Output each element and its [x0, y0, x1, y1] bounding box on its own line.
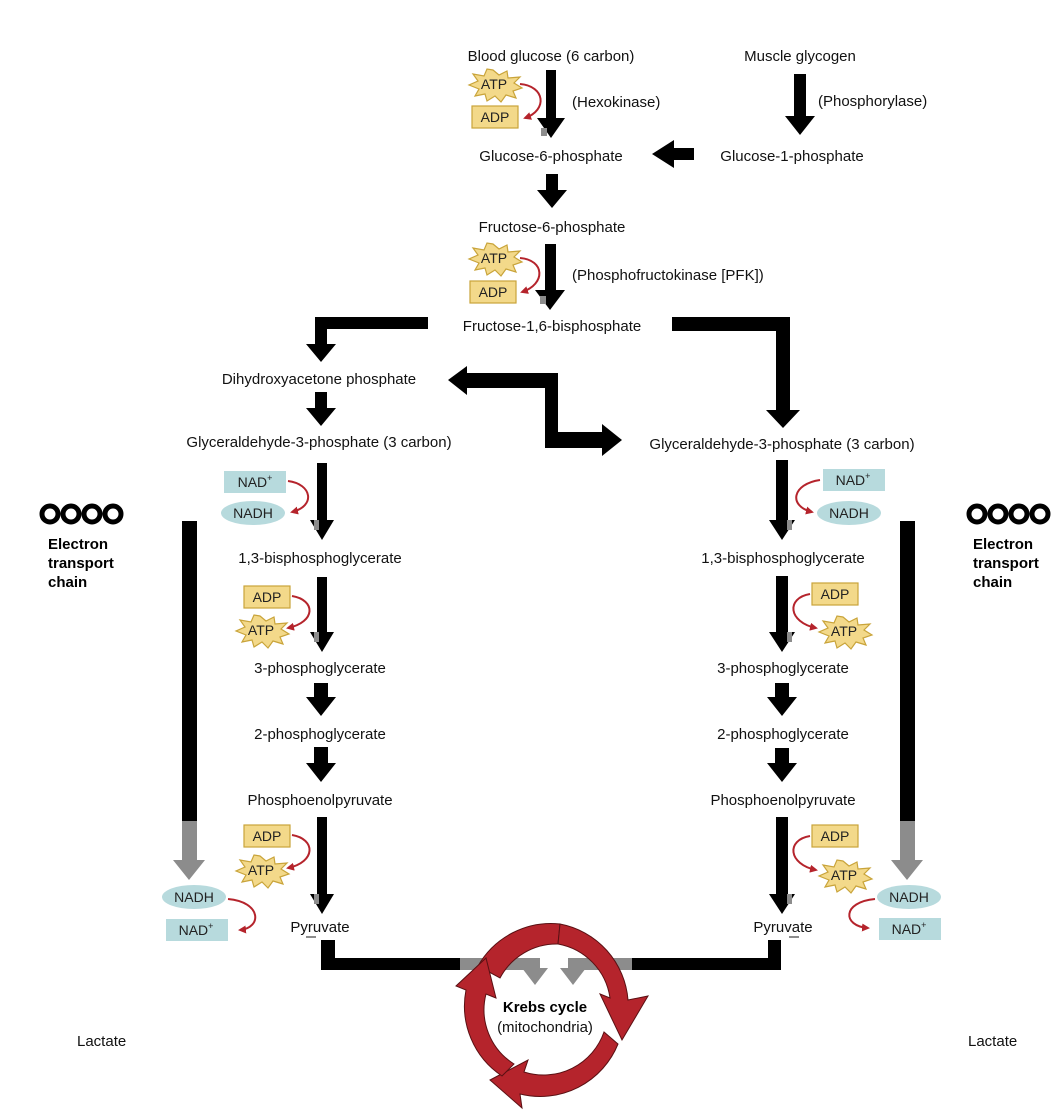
krebs-subtitle: (mitochondria) [497, 1019, 593, 1036]
right-lactate-nad: NADH NAD+ [848, 885, 941, 940]
adp-label: ADP [481, 109, 510, 125]
krebs-ring-left [455, 957, 515, 1077]
label-g3p-left: Glyceraldehyde-3-phosphate (3 carbon) [186, 434, 451, 451]
metabolite-labels: Blood glucose (6 carbon) Muscle glycogen… [77, 48, 1017, 1050]
label-lactate-left: Lactate [77, 1033, 126, 1050]
arrow-left-pep-to-pyruvate [310, 817, 334, 914]
etc-label-line3: chain [48, 574, 87, 591]
label-f16bp: Fructose-1,6-bisphosphate [463, 318, 641, 335]
nad-label: NAD+ [892, 920, 927, 937]
nadh-label: NADH [829, 505, 869, 521]
atp-label: ATP [248, 622, 274, 638]
label-f6p: Fructose-6-phosphate [479, 219, 626, 236]
label-pfk: (Phosphofructokinase [PFK]) [572, 267, 764, 284]
etc-label-line3: chain [973, 574, 1012, 591]
etc-label-line1: Electron [973, 536, 1033, 553]
label-blood-glucose: Blood glucose (6 carbon) [468, 48, 635, 65]
hexokinase-cofactors: ATP ADP [468, 68, 542, 129]
arrow-f16bp-to-dhap [306, 317, 428, 362]
adp-label: ADP [821, 586, 850, 602]
krebs-ring-right [557, 923, 650, 1042]
etc-right-bar [900, 521, 915, 821]
arrow-g6p-to-f6p [537, 174, 567, 208]
label-g6p: Glucose-6-phosphate [479, 148, 622, 165]
arrow-glucose-to-g6p [537, 70, 565, 138]
arrow-f16bp-to-g3p-right [672, 317, 800, 428]
label-hexokinase: (Hexokinase) [572, 94, 660, 111]
nadh-label: NADH [233, 505, 273, 521]
left-atp-1: ADP ATP [235, 585, 311, 649]
atp-label: ATP [831, 867, 857, 883]
left-lactate-nad: NADH NAD+ [162, 885, 257, 941]
etc-right: Electron transport chain [966, 503, 1051, 591]
label-pyruvate-right: Pyruvate [753, 919, 812, 936]
label-pep-right: Phosphoenolpyruvate [710, 792, 855, 809]
arrow-left-13bpg-to-3pg [310, 577, 334, 652]
label-lactate-right: Lactate [968, 1033, 1017, 1050]
etc-right-gray-arrow [891, 821, 923, 880]
label-g3p-right: Glyceraldehyde-3-phosphate (3 carbon) [649, 436, 914, 453]
adp-label: ADP [253, 589, 282, 605]
etc-chain-icon [39, 503, 124, 525]
label-g1p: Glucose-1-phosphate [720, 148, 863, 165]
etc-left-gray-arrow [173, 821, 205, 880]
atp-label: ATP [248, 862, 274, 878]
label-pyruvate-left: Pyruvate [290, 919, 349, 936]
nad-label: NAD+ [238, 473, 273, 490]
label-muscle-glycogen: Muscle glycogen [744, 48, 856, 65]
left-nad-reduction: NAD+ NADH [221, 471, 310, 525]
arrow-dhap-g3p-exchange [448, 366, 622, 456]
adp-label: ADP [821, 828, 850, 844]
label-2pg-left: 2-phosphoglycerate [254, 726, 386, 743]
label-dhap: Dihydroxyacetone phosphate [222, 371, 416, 388]
nadh-label: NADH [174, 889, 214, 905]
arrow-left-3pg-to-2pg [306, 683, 336, 716]
etc-chain-icon [966, 503, 1051, 525]
right-nad-reduction: NAD+ NADH [795, 469, 885, 525]
etc-label-line2: transport [48, 555, 114, 572]
right-atp-1: ADP ATP [792, 582, 873, 650]
arrow-f6p-to-f16bp [535, 244, 565, 310]
gray-stubs [306, 128, 799, 938]
adp-label: ADP [253, 828, 282, 844]
krebs-title: Krebs cycle [503, 999, 587, 1016]
main-arrows [182, 70, 915, 970]
label-13bpg-left: 1,3-bisphosphoglycerate [238, 550, 401, 567]
arrow-right-2pg-to-pep [767, 748, 797, 782]
krebs-ring-bottom [489, 1031, 619, 1110]
etc-left: Electron transport chain [39, 503, 124, 591]
label-pep-left: Phosphoenolpyruvate [247, 792, 392, 809]
label-3pg-right: 3-phosphoglycerate [717, 660, 849, 677]
arrow-glycogen-to-g1p [785, 74, 815, 135]
nad-label: NAD+ [179, 921, 214, 938]
arrow-left-2pg-to-pep [306, 747, 336, 782]
atp-label: ATP [831, 623, 857, 639]
krebs-cycle: Krebs cycle (mitochondria) [455, 923, 650, 1110]
left-atp-2: ADP ATP [235, 824, 311, 889]
pyruvate-right-to-krebs [632, 940, 781, 970]
atp-label: ATP [481, 250, 507, 266]
pyruvate-left-to-krebs [321, 940, 460, 970]
nad-label: NAD+ [836, 471, 871, 488]
label-3pg-left: 3-phosphoglycerate [254, 660, 386, 677]
arrow-right-3pg-to-2pg [767, 683, 797, 716]
arrow-right-pep-to-pyruvate [769, 817, 795, 914]
etc-label-line1: Electron [48, 536, 108, 553]
arrow-dhap-to-g3p-left [306, 392, 336, 426]
nadh-label: NADH [889, 889, 929, 905]
label-13bpg-right: 1,3-bisphosphoglycerate [701, 550, 864, 567]
arrow-g1p-to-g6p [652, 140, 694, 168]
right-atp-2: ADP ATP [792, 824, 873, 894]
adp-label: ADP [479, 284, 508, 300]
label-2pg-right: 2-phosphoglycerate [717, 726, 849, 743]
label-phosphorylase: (Phosphorylase) [818, 93, 927, 110]
pfk-cofactors: ATP ADP [468, 242, 541, 304]
atp-label: ATP [481, 76, 507, 92]
etc-label-line2: transport [973, 555, 1039, 572]
etc-left-bar [182, 521, 197, 821]
arrow-left-g3p-to-13bpg [310, 463, 334, 540]
